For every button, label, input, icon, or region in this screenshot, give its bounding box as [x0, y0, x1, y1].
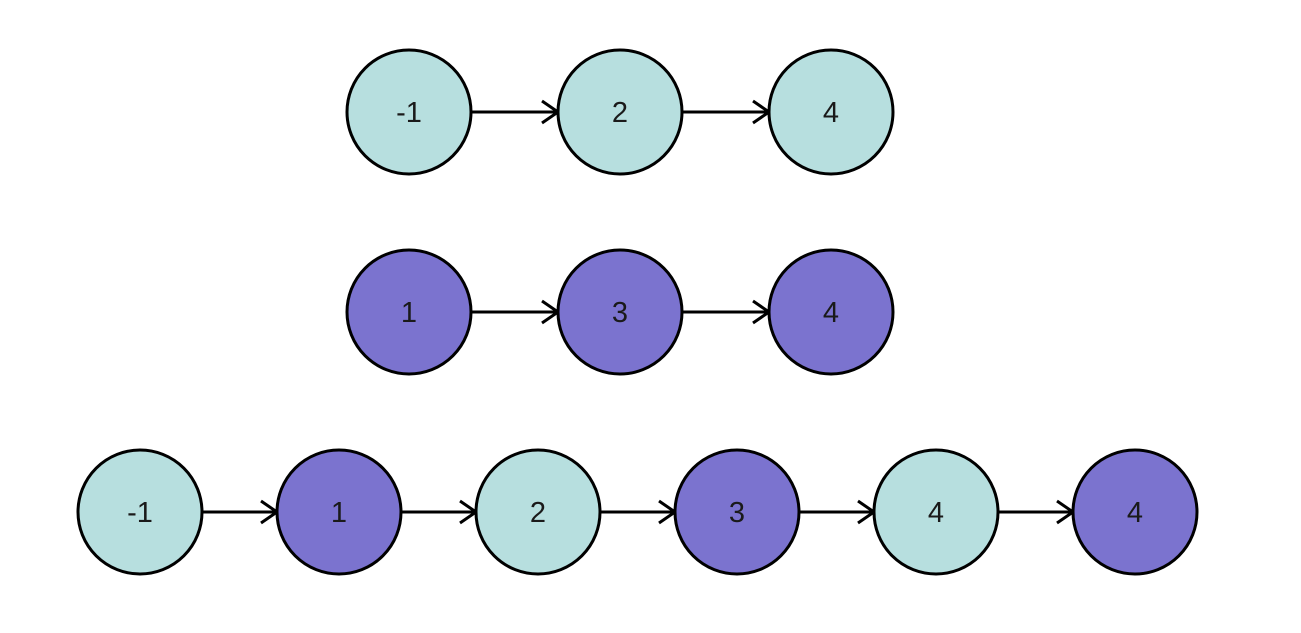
node-circle[interactable] — [275, 448, 403, 576]
node-merged-list-0[interactable]: -1 — [76, 448, 204, 576]
arrow-merged-list-1 — [401, 499, 479, 525]
arrow-merged-list-3 — [799, 499, 877, 525]
node-circle[interactable] — [767, 248, 895, 376]
node-circle[interactable] — [872, 448, 1000, 576]
node-circle[interactable] — [1071, 448, 1199, 576]
node-merged-list-2[interactable]: 2 — [474, 448, 602, 576]
node-circle[interactable] — [76, 448, 204, 576]
node-circle[interactable] — [345, 248, 473, 376]
node-list-a-1[interactable]: 2 — [556, 48, 684, 176]
arrow-merged-list-2 — [600, 499, 678, 525]
node-circle[interactable] — [556, 48, 684, 176]
node-merged-list-1[interactable]: 1 — [275, 448, 403, 576]
node-circle[interactable] — [767, 48, 895, 176]
arrow-merged-list-0 — [202, 499, 280, 525]
node-merged-list-3[interactable]: 3 — [673, 448, 801, 576]
arrow-list-a-1 — [682, 99, 772, 125]
node-merged-list-4[interactable]: 4 — [872, 448, 1000, 576]
node-list-b-1[interactable]: 3 — [556, 248, 684, 376]
node-list-b-0[interactable]: 1 — [345, 248, 473, 376]
node-list-a-0[interactable]: -1 — [345, 48, 473, 176]
node-circle[interactable] — [556, 248, 684, 376]
node-merged-list-5[interactable]: 4 — [1071, 448, 1199, 576]
node-list-a-2[interactable]: 4 — [767, 48, 895, 176]
node-circle[interactable] — [474, 448, 602, 576]
node-circle[interactable] — [673, 448, 801, 576]
arrow-list-a-0 — [471, 99, 561, 125]
arrow-list-b-0 — [471, 299, 561, 325]
arrow-merged-list-4 — [998, 499, 1076, 525]
arrow-list-b-1 — [682, 299, 772, 325]
node-list-b-2[interactable]: 4 — [767, 248, 895, 376]
node-circle[interactable] — [345, 48, 473, 176]
